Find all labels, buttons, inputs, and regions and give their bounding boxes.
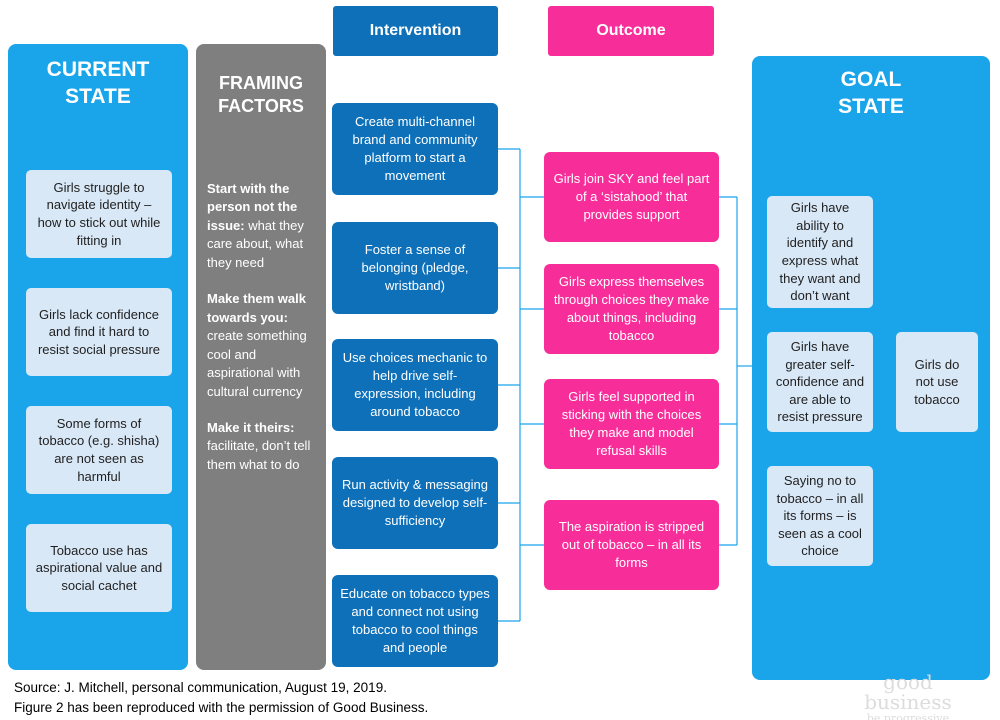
framing-point-1-text: what they care about, what they need <box>207 217 304 270</box>
framing-point-2-bold: Make them walk towards you: <box>207 291 306 325</box>
source-line-1: Source: J. Mitchell, personal communicat… <box>14 680 387 695</box>
source-line-2: Figure 2 has been reproduced with the pe… <box>14 699 429 715</box>
intervention-header: Intervention <box>333 6 498 56</box>
source-citation: Source: J. Mitchell, personal communicat… <box>14 678 428 717</box>
framing-factors-title-line1: FRAMING <box>219 73 303 93</box>
current-state-item-4: Tobacco use has aspirational value and s… <box>26 524 172 612</box>
intervention-5: Educate on tobacco types and connect not… <box>332 575 498 667</box>
framing-point-1-bold: Start with the person not the issue: <box>207 181 298 233</box>
goal-state-final: Girls do not use tobacco <box>896 332 978 432</box>
current-state-title-line2: STATE <box>65 85 131 109</box>
outcome-1: Girls join SKY and feel part of a ‘sista… <box>544 152 719 242</box>
logo-tagline: be progressive <box>866 712 950 720</box>
framing-factors-text: Start with the person not the issue: wha… <box>207 180 319 492</box>
framing-point-3: Make it theirs: facilitate, don’t tell t… <box>207 419 319 474</box>
goal-state-title-line2: STATE <box>838 95 904 119</box>
outcome-2: Girls express themselves through choices… <box>544 264 719 354</box>
logo-name: good business <box>864 670 952 714</box>
good-business-logo: good business be progressive <box>838 672 978 720</box>
framing-point-1: Start with the person not the issue: wha… <box>207 180 319 272</box>
intervention-2: Foster a sense of belonging (pledge, wri… <box>332 222 498 314</box>
goal-state-item-2: Girls have greater self-confidence and a… <box>767 332 873 432</box>
outcome-4: The aspiration is stripped out of tobacc… <box>544 500 719 590</box>
framing-factors-panel <box>196 44 326 670</box>
outcome-3: Girls feel supported in sticking with th… <box>544 379 719 469</box>
goal-state-title-line1: GOAL <box>840 68 902 91</box>
current-state-title-line1: CURRENT <box>46 58 150 81</box>
framing-factors-title: FRAMING FACTORS <box>208 72 314 119</box>
framing-point-2-text: create something cool and aspirational w… <box>207 328 307 399</box>
framing-point-3-text: facilitate, don’t tell them what to do <box>207 438 311 472</box>
goal-state-item-1: Girls have ability to identify and expre… <box>767 196 873 308</box>
current-state-item-1: Girls struggle to navigate identity – ho… <box>26 170 172 258</box>
framing-factors-title-line2: FACTORS <box>218 96 304 117</box>
intervention-3: Use choices mechanic to help drive self-… <box>332 339 498 431</box>
goal-state-title: GOAL STATE <box>752 66 990 121</box>
intervention-4: Run activity & messaging designed to dev… <box>332 457 498 549</box>
current-state-item-2: Girls lack confidence and find it hard t… <box>26 288 172 376</box>
goal-state-item-3: Saying no to tobacco – in all its forms … <box>767 466 873 566</box>
current-state-title: CURRENT STATE <box>8 56 188 111</box>
intervention-1: Create multi-channel brand and community… <box>332 103 498 195</box>
framing-point-2: Make them walk towards you: create somet… <box>207 290 319 401</box>
current-state-item-3: Some forms of tobacco (e.g. shisha) are … <box>26 406 172 494</box>
outcome-header: Outcome <box>548 6 714 56</box>
framing-point-3-bold: Make it theirs: <box>207 419 295 435</box>
